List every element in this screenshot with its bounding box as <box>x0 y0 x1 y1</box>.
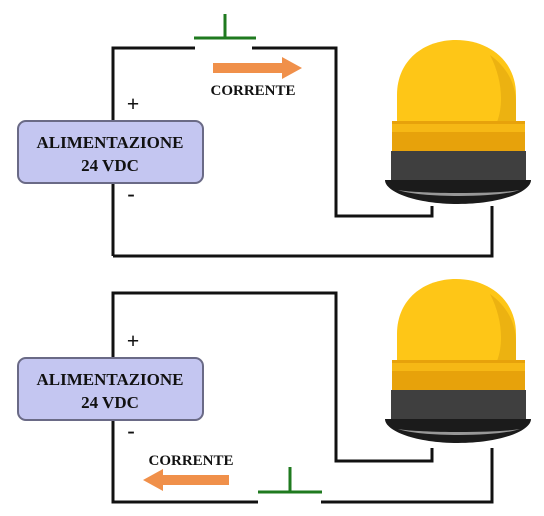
bottom-wire-return <box>321 448 494 504</box>
beacon-base <box>391 390 526 422</box>
arrow-right-icon <box>213 57 302 79</box>
beacon-foot-glint <box>398 429 520 435</box>
warning-beacon-icon <box>385 40 531 204</box>
top-circuit: CORRENTE + - ALIMENTAZIONE 24 VDC <box>17 14 531 258</box>
top-switch <box>194 14 256 40</box>
bottom-supply-line2: 24 VDC <box>81 393 139 412</box>
top-current-arrow <box>213 57 302 79</box>
top-wires <box>111 46 494 258</box>
beacon-dome <box>397 40 516 122</box>
top-current-label: CORRENTE <box>210 83 295 99</box>
top-power-supply: ALIMENTAZIONE 24 VDC <box>17 120 204 184</box>
bottom-wire-to-lamp <box>111 291 434 463</box>
top-minus-sign: - <box>127 181 134 206</box>
beacon-foot-glint <box>398 190 520 196</box>
bottom-supply-box <box>17 357 204 421</box>
bottom-circuit: CORRENTE + - ALIMENTAZIONE 24 VDC <box>17 279 531 504</box>
top-supply-line2: 24 VDC <box>81 156 139 175</box>
top-wire-positive <box>111 46 195 120</box>
bottom-supply-line1: ALIMENTAZIONE <box>36 370 183 389</box>
bottom-switch <box>258 467 322 494</box>
top-supply-line1: ALIMENTAZIONE <box>36 133 183 152</box>
beacon-foot <box>385 180 531 204</box>
beacon-foot <box>385 419 531 443</box>
bottom-wires <box>111 291 494 504</box>
bottom-power-supply: ALIMENTAZIONE 24 VDC <box>17 357 204 421</box>
bottom-current-label: CORRENTE <box>148 453 233 469</box>
bottom-plus-sign: + <box>127 328 140 353</box>
beacon-dome <box>397 279 516 361</box>
arrow-left-icon <box>143 469 229 491</box>
beacon-dome-shadow <box>490 55 516 122</box>
bottom-minus-sign: - <box>127 418 134 443</box>
beacon-band-highlight <box>392 124 525 132</box>
bottom-current-arrow <box>143 469 229 491</box>
top-plus-sign: + <box>127 91 140 116</box>
top-wire-to-lamp <box>252 46 434 218</box>
top-wire-return <box>113 206 494 258</box>
beacon-band-highlight <box>392 363 525 371</box>
top-supply-box <box>17 120 204 184</box>
bottom-wire-supply-minus <box>111 420 258 504</box>
warning-beacon-icon <box>385 279 531 443</box>
beacon-dome-shadow <box>490 294 516 361</box>
beacon-base <box>391 151 526 183</box>
